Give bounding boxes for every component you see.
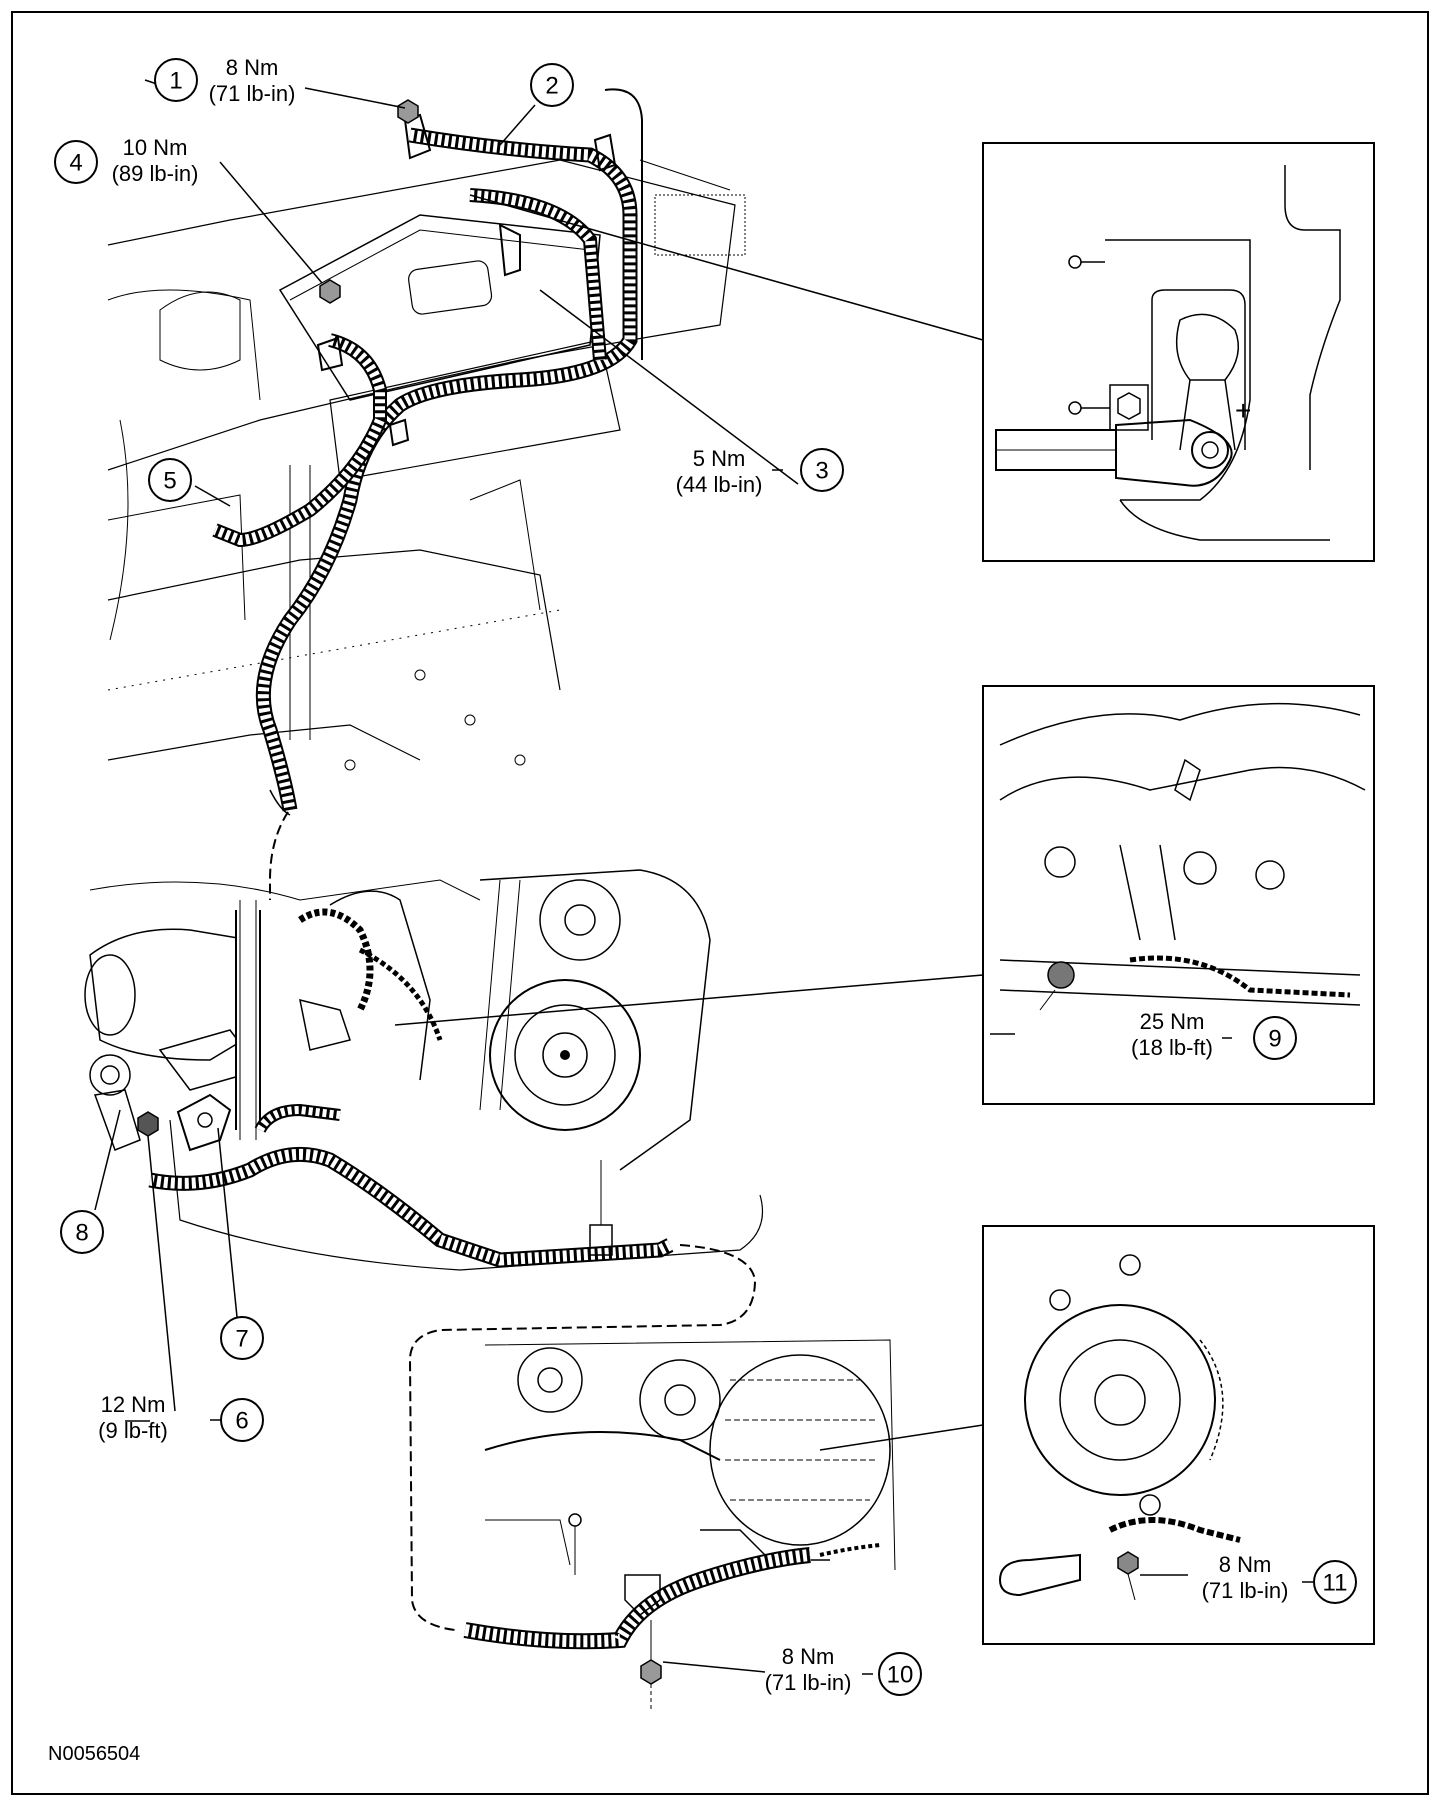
callout-8-number: 8 (75, 1220, 88, 1247)
callout-1: 1 (154, 58, 198, 102)
callout-6-number: 6 (235, 1408, 248, 1435)
callout-2: 2 (530, 63, 574, 107)
positive-cable-harness-middle (148, 900, 674, 1268)
callout-10: 10 (878, 1652, 922, 1696)
callout-4: 4 (54, 140, 98, 184)
torque-6-imperial: (9 lb-ft) (98, 1418, 168, 1443)
callout-10-number: 10 (887, 1662, 914, 1689)
torque-9-imperial: (18 lb-ft) (1131, 1035, 1213, 1060)
callout-6: 6 (220, 1398, 264, 1442)
torque-11-imperial: (71 lb-in) (1202, 1578, 1289, 1603)
positive-cable-harness-top (212, 88, 643, 816)
callout-2-number: 2 (545, 73, 558, 100)
torque-6-metric: 12 Nm (101, 1392, 166, 1417)
continuation-line-lower (408, 1244, 757, 1631)
battery-engine-bay-illustration (107, 159, 746, 771)
inset-battery-terminal: + (982, 142, 1375, 562)
torque-3-metric: 5 Nm (693, 446, 746, 471)
callout-4-number: 4 (69, 150, 82, 177)
torque-4-metric: 10 Nm (123, 135, 188, 160)
torque-1-imperial: (71 lb-in) (209, 81, 296, 106)
callout-8: 8 (60, 1210, 104, 1254)
callout-7-number: 7 (235, 1326, 248, 1353)
inset-starter-terminal (982, 685, 1375, 1105)
svg-text:+: + (1235, 395, 1251, 426)
leader-lines (76, 79, 1313, 1675)
positive-cable-harness-lower (463, 1547, 811, 1710)
callout-9: 9 (1253, 1016, 1297, 1060)
callout-9-number: 9 (1268, 1026, 1281, 1053)
callout-7: 7 (220, 1316, 264, 1360)
callout-11-number: 11 (1323, 1570, 1348, 1597)
starter-engine-illustration (84, 869, 764, 1271)
callout-3: 3 (800, 448, 844, 492)
callout-5: 5 (148, 458, 192, 502)
torque-3-imperial: (44 lb-in) (676, 472, 763, 497)
torque-9-metric: 25 Nm (1140, 1009, 1205, 1034)
figure-id: N0056504 (48, 1743, 140, 1765)
torque-1-metric: 8 Nm (226, 55, 279, 80)
torque-10-imperial: (71 lb-in) (765, 1670, 852, 1695)
callout-11: 11 (1313, 1560, 1357, 1604)
alternator-engine-illustration (484, 1339, 896, 1575)
torque-11-metric: 8 Nm (1219, 1552, 1272, 1577)
torque-4-imperial: (89 lb-in) (112, 161, 199, 186)
callout-3-number: 3 (815, 458, 828, 485)
callout-5-number: 5 (163, 468, 176, 495)
continuation-line-upper (269, 811, 289, 900)
callout-1-number: 1 (169, 68, 182, 95)
outer-border (11, 11, 1429, 1795)
torque-10-metric: 8 Nm (782, 1644, 835, 1669)
